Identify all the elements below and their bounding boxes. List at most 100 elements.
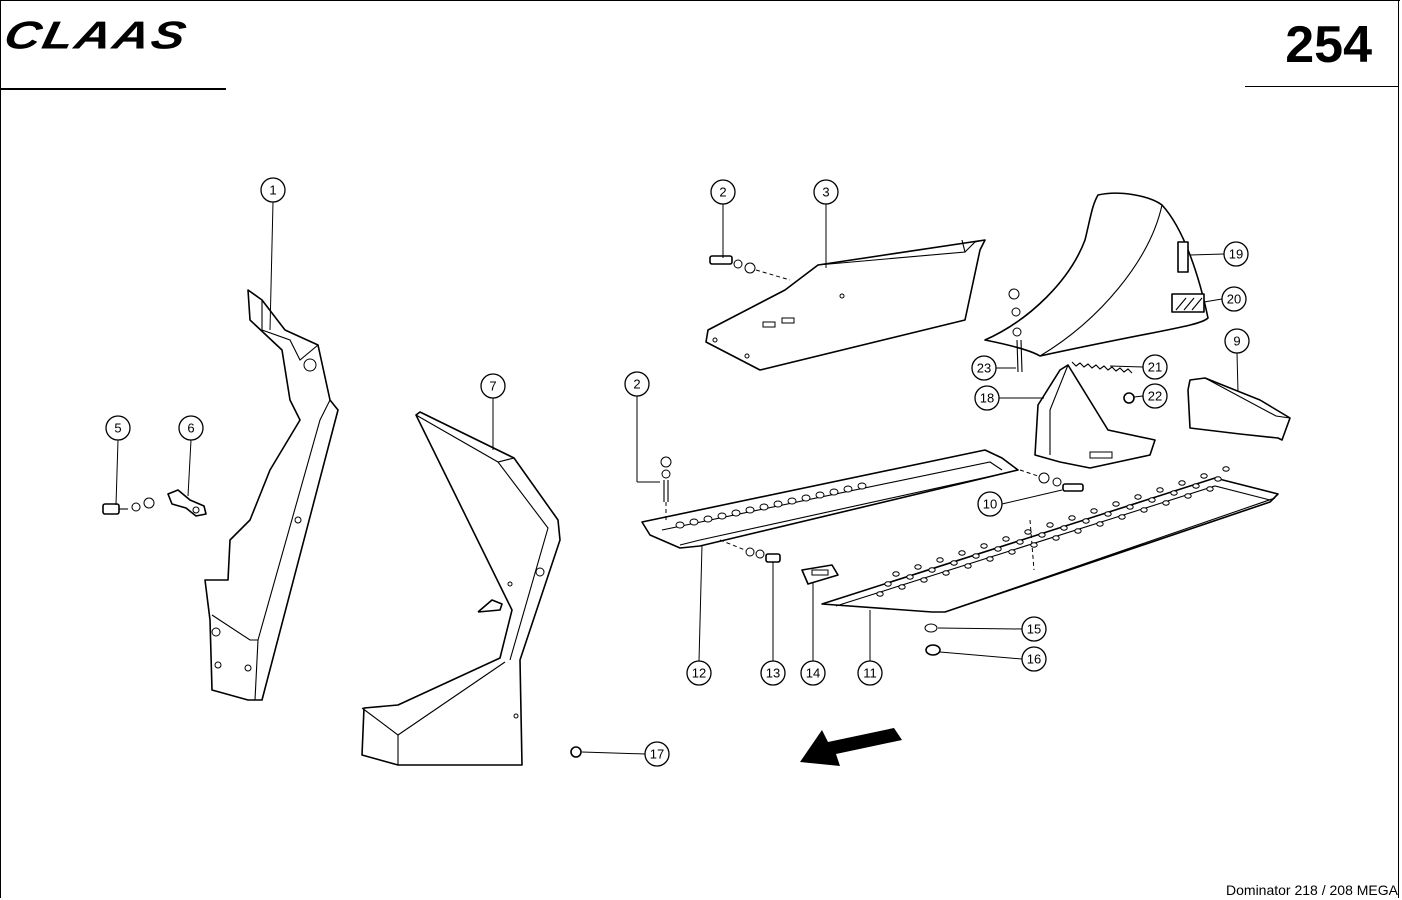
svg-text:19: 19 (1229, 247, 1243, 262)
callout-10: 10 (977, 491, 1003, 517)
svg-text:18: 18 (980, 391, 994, 406)
plate-hole (1046, 522, 1054, 528)
part-14-block (801, 564, 839, 585)
callout-15: 15 (1021, 616, 1047, 642)
plate-hole (1052, 535, 1060, 541)
part-11-holes (876, 466, 1230, 597)
rail-hole (843, 485, 853, 493)
svg-text:15: 15 (1027, 622, 1041, 637)
part-7-guide-panel (361, 411, 561, 766)
rail-hole (773, 500, 783, 508)
svg-text:14: 14 (806, 666, 820, 681)
callout-2-upper: 2 (710, 179, 736, 205)
part-12-perforated-rail (641, 449, 1019, 549)
callout-19: 19 (1223, 241, 1249, 267)
plate-hole (1162, 500, 1170, 506)
svg-text:1: 1 (269, 183, 276, 198)
part-2-bolt-lower (660, 456, 672, 520)
plate-hole (914, 564, 922, 570)
part-15-washer (924, 623, 938, 633)
plate-hole (1074, 528, 1082, 534)
part-16-nut (925, 644, 941, 656)
callout-9: 9 (1224, 328, 1250, 354)
plate-hole (892, 571, 900, 577)
plate-hole (1104, 511, 1112, 517)
plate-hole (1206, 486, 1214, 492)
plate-hole (920, 577, 928, 583)
part-18-angle-bracket (1034, 364, 1156, 469)
svg-text:3: 3 (822, 185, 829, 200)
svg-text:20: 20 (1227, 292, 1241, 307)
part-21-spring (1071, 361, 1133, 374)
svg-text:16: 16 (1027, 652, 1041, 667)
plate-hole (1008, 549, 1016, 555)
rail-hole (759, 503, 769, 511)
part-22-wing-nut (1123, 392, 1135, 404)
callout-18: 18 (974, 385, 1000, 411)
plate-hole (1118, 514, 1126, 520)
callout-7: 7 (480, 373, 506, 399)
rail-hole (857, 482, 867, 490)
rail-hole (731, 509, 741, 517)
part-17-screw (570, 746, 582, 758)
part-3-guard-plate (705, 239, 986, 371)
part-23-bolt (1008, 288, 1023, 373)
left-border (0, 0, 1, 898)
page-number: 254 (1285, 16, 1372, 74)
svg-text:2: 2 (719, 185, 726, 200)
part-2-bolt-upper (709, 255, 791, 281)
plate-hole (1002, 536, 1010, 542)
plate-hole (1090, 508, 1098, 514)
part-9-cover (1187, 377, 1291, 441)
svg-text:2: 2 (633, 377, 640, 392)
rail-hole (675, 521, 685, 529)
plate-hole (1096, 521, 1104, 527)
part-19-curved-chute (984, 192, 1209, 357)
plate-hole (1068, 515, 1076, 521)
rail-hole (689, 518, 699, 526)
plate-hole (1024, 529, 1032, 535)
plate-hole (1200, 473, 1208, 479)
plate-hole (1222, 466, 1230, 472)
plate-hole (986, 556, 994, 562)
callout-13: 13 (760, 660, 786, 686)
plate-hole (884, 581, 892, 587)
rail-hole (717, 512, 727, 520)
plate-hole (906, 574, 914, 580)
top-border (0, 0, 1400, 1)
part-20-reflector (1171, 293, 1205, 313)
plate-hole (1192, 483, 1200, 489)
rail-hole (829, 488, 839, 496)
plate-hole (1038, 532, 1046, 538)
callout-6: 6 (178, 415, 204, 441)
plate-hole (1184, 493, 1192, 499)
svg-text:12: 12 (692, 666, 706, 681)
callout-22: 22 (1142, 383, 1168, 409)
svg-text:21: 21 (1148, 360, 1162, 375)
plate-hole (898, 584, 906, 590)
svg-text:10: 10 (983, 497, 997, 512)
svg-text:5: 5 (114, 421, 121, 436)
rail-hole (787, 497, 797, 505)
model-footer: Dominator 218 / 208 MEGA (1226, 882, 1398, 898)
plate-hole (936, 557, 944, 563)
plate-hole (942, 570, 950, 576)
plate-hole (1016, 539, 1024, 545)
plate-hole (958, 550, 966, 556)
svg-text:22: 22 (1148, 389, 1162, 404)
callout-12: 12 (686, 660, 712, 686)
plate-hole (950, 560, 958, 566)
plate-hole (1170, 490, 1178, 496)
svg-text:7: 7 (489, 379, 496, 394)
svg-text:13: 13 (766, 666, 780, 681)
plate-hole (1112, 501, 1120, 507)
part-1-side-bracket (204, 289, 339, 701)
direction-arrow-icon (800, 728, 902, 766)
header-right-rule (1245, 86, 1399, 87)
callout-20: 20 (1221, 286, 1247, 312)
plate-hole (1214, 476, 1222, 482)
plate-hole (1082, 518, 1090, 524)
part-10-bolt (1019, 469, 1084, 492)
callout-5: 5 (105, 415, 131, 441)
